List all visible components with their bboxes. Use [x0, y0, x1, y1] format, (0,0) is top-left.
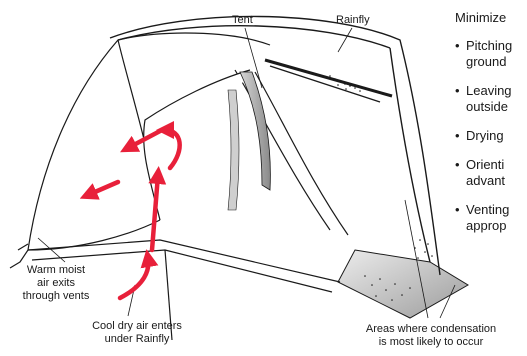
- tent-label: Tent: [232, 14, 253, 27]
- tip-item: • Pitching ground: [455, 38, 527, 70]
- tips-list: • Pitching ground • Leaving outside • Dr…: [455, 38, 527, 234]
- bullet-icon: •: [455, 157, 460, 173]
- bullet-icon: •: [455, 83, 460, 99]
- tips-panel: Minimize • Pitching ground • Leaving out…: [455, 10, 527, 247]
- rainfly-leader: [338, 28, 352, 52]
- cool-air-arrow: [120, 258, 148, 298]
- rainfly-label: Rainfly: [336, 14, 370, 27]
- tips-heading: Minimize: [455, 10, 527, 26]
- tip-item: • Orienti advant: [455, 157, 527, 189]
- tent-shading: [228, 72, 270, 210]
- tent-floor: [338, 250, 468, 318]
- condensation-label: Areas where condensation is most likely …: [356, 323, 506, 349]
- bullet-icon: •: [455, 128, 460, 144]
- cool-air-label: Cool dry air enters under Rainfly: [76, 320, 198, 346]
- warm-air-label: Warm moist air exits through vents: [16, 264, 96, 303]
- tip-item: • Leaving outside: [455, 83, 527, 115]
- bullet-icon: •: [455, 38, 460, 54]
- bullet-icon: •: [455, 202, 460, 218]
- tip-item: • Drying: [455, 128, 527, 144]
- tip-item: • Venting approp: [455, 202, 527, 234]
